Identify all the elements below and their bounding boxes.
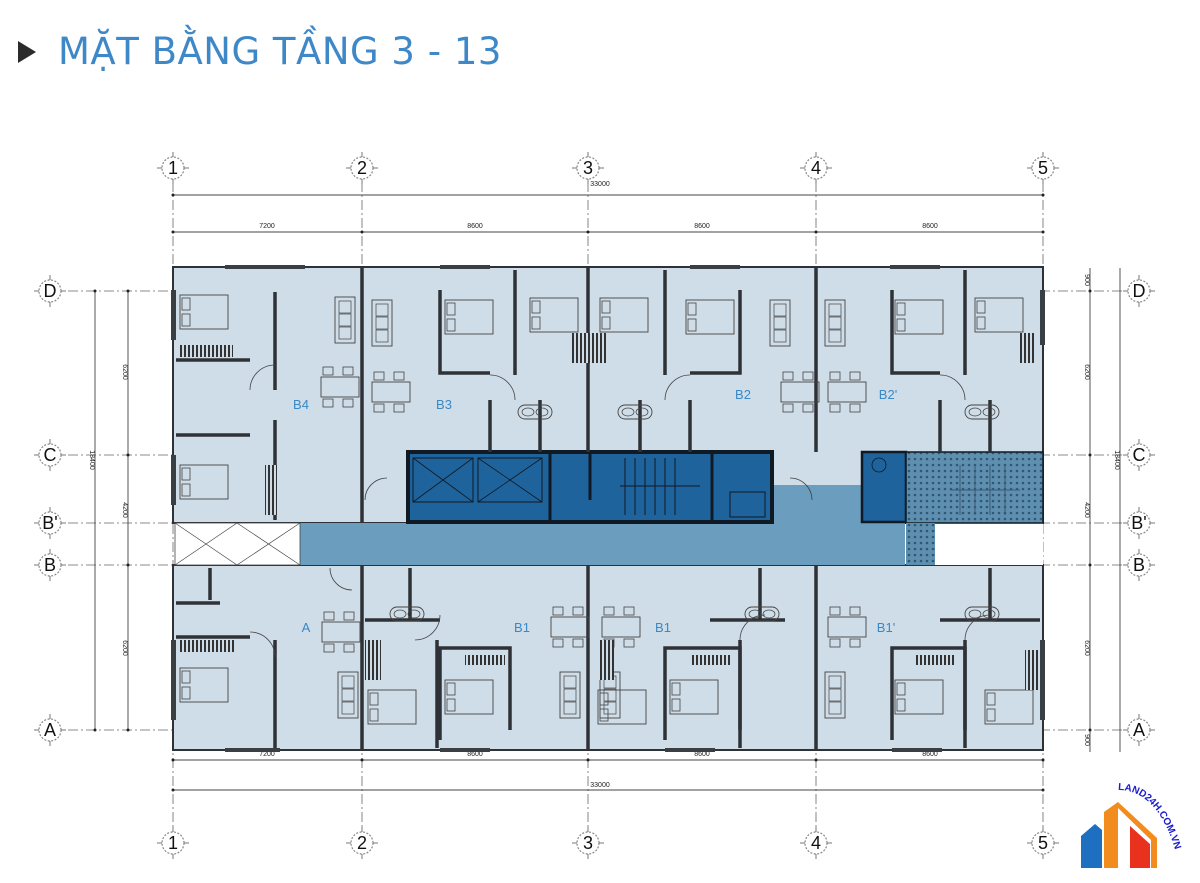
grid-row-b-right: B — [1133, 555, 1145, 575]
dim-right-total: 18400 — [1113, 450, 1120, 470]
corridor — [300, 523, 905, 565]
grid-col-3-top: 3 — [583, 158, 593, 178]
logo-building-blue-icon — [1081, 824, 1102, 868]
unit-label-b2: B2 — [735, 387, 751, 402]
dim-bottom-span-3: 8600 — [694, 751, 710, 758]
grid-bubbles-right: D C B' B A — [1122, 274, 1156, 747]
dim-right-span-5: 900 — [1083, 734, 1090, 746]
elevator-core — [406, 450, 774, 524]
land24h-logo: LAND24H.COM.VN — [1081, 782, 1183, 868]
triangle-right-icon — [18, 40, 36, 63]
dim-top-span-1: 7200 — [259, 223, 275, 230]
furniture — [178, 294, 1039, 725]
dimension-lines — [94, 194, 1121, 791]
page-header: MẶT BẰNG TẦNG 3 - 13 — [18, 30, 502, 73]
grid-row-d-left: D — [44, 281, 57, 301]
dim-right-span-3: 4200 — [1083, 502, 1090, 518]
grid-col-4-bottom: 4 — [811, 833, 821, 853]
dim-left-span-2: 4200 — [121, 502, 128, 518]
grid-row-b-prime-left: B' — [42, 513, 57, 533]
dim-top-span-3: 8600 — [694, 223, 710, 230]
grid-col-3-bottom: 3 — [583, 833, 593, 853]
grid-row-a-right: A — [1133, 720, 1145, 740]
unit-label-b1-right: B1 — [655, 620, 671, 635]
unit-label-b1-left: B1 — [514, 620, 530, 635]
page-title: MẶT BẰNG TẦNG 3 - 13 — [58, 30, 502, 73]
grid-row-d-right: D — [1133, 281, 1146, 301]
grid-col-4-top: 4 — [811, 158, 821, 178]
grid-col-5-top: 5 — [1038, 158, 1048, 178]
grid-col-1-top: 1 — [168, 158, 178, 178]
dim-left-span-1: 6200 — [121, 364, 128, 380]
dim-bottom-span-2: 8600 — [467, 751, 483, 758]
unit-label-b3: B3 — [436, 397, 452, 412]
grid-bubbles-bottom: 1 2 3 4 5 — [156, 826, 1060, 860]
grid-col-5-bottom: 5 — [1038, 833, 1048, 853]
grid-bubbles-left: D C B' B A — [33, 274, 67, 747]
dim-left-span-3: 6200 — [121, 640, 128, 656]
grid-col-1-bottom: 1 — [168, 833, 178, 853]
grid-col-2-bottom: 2 — [357, 833, 367, 853]
dim-top-span-4: 8600 — [922, 223, 938, 230]
unit-label-b4: B4 — [293, 397, 309, 412]
grid-col-2-top: 2 — [357, 158, 367, 178]
logo-building-orange-icon — [1104, 802, 1157, 868]
grid-row-c-left: C — [44, 445, 57, 465]
dim-top-total: 33000 — [590, 181, 610, 188]
dim-right-span-1: 900 — [1083, 274, 1090, 286]
logo-building-red-icon — [1130, 826, 1150, 868]
unit-label-b1-prime: B1' — [877, 620, 895, 635]
building — [171, 265, 1045, 752]
dim-top-span-2: 8600 — [467, 223, 483, 230]
grid-row-a-left: A — [44, 720, 56, 740]
grid-row-b-left: B — [44, 555, 56, 575]
grid-bubbles-top: 1 2 3 4 5 — [156, 151, 1060, 185]
dim-bottom-total: 33000 — [590, 782, 610, 789]
dim-bottom-span-1: 7200 — [259, 751, 275, 758]
dim-right-span-4: 6200 — [1083, 640, 1090, 656]
unit-label-a: A — [302, 620, 311, 635]
dim-bottom-span-4: 8600 — [922, 751, 938, 758]
unit-label-b2-prime: B2' — [879, 387, 897, 402]
dim-left-total: 18400 — [88, 450, 95, 470]
grid-row-c-right: C — [1133, 445, 1146, 465]
grid-row-b-prime-right: B' — [1131, 513, 1146, 533]
stair-core-right — [860, 450, 1044, 565]
dim-right-span-2: 6200 — [1083, 364, 1090, 380]
